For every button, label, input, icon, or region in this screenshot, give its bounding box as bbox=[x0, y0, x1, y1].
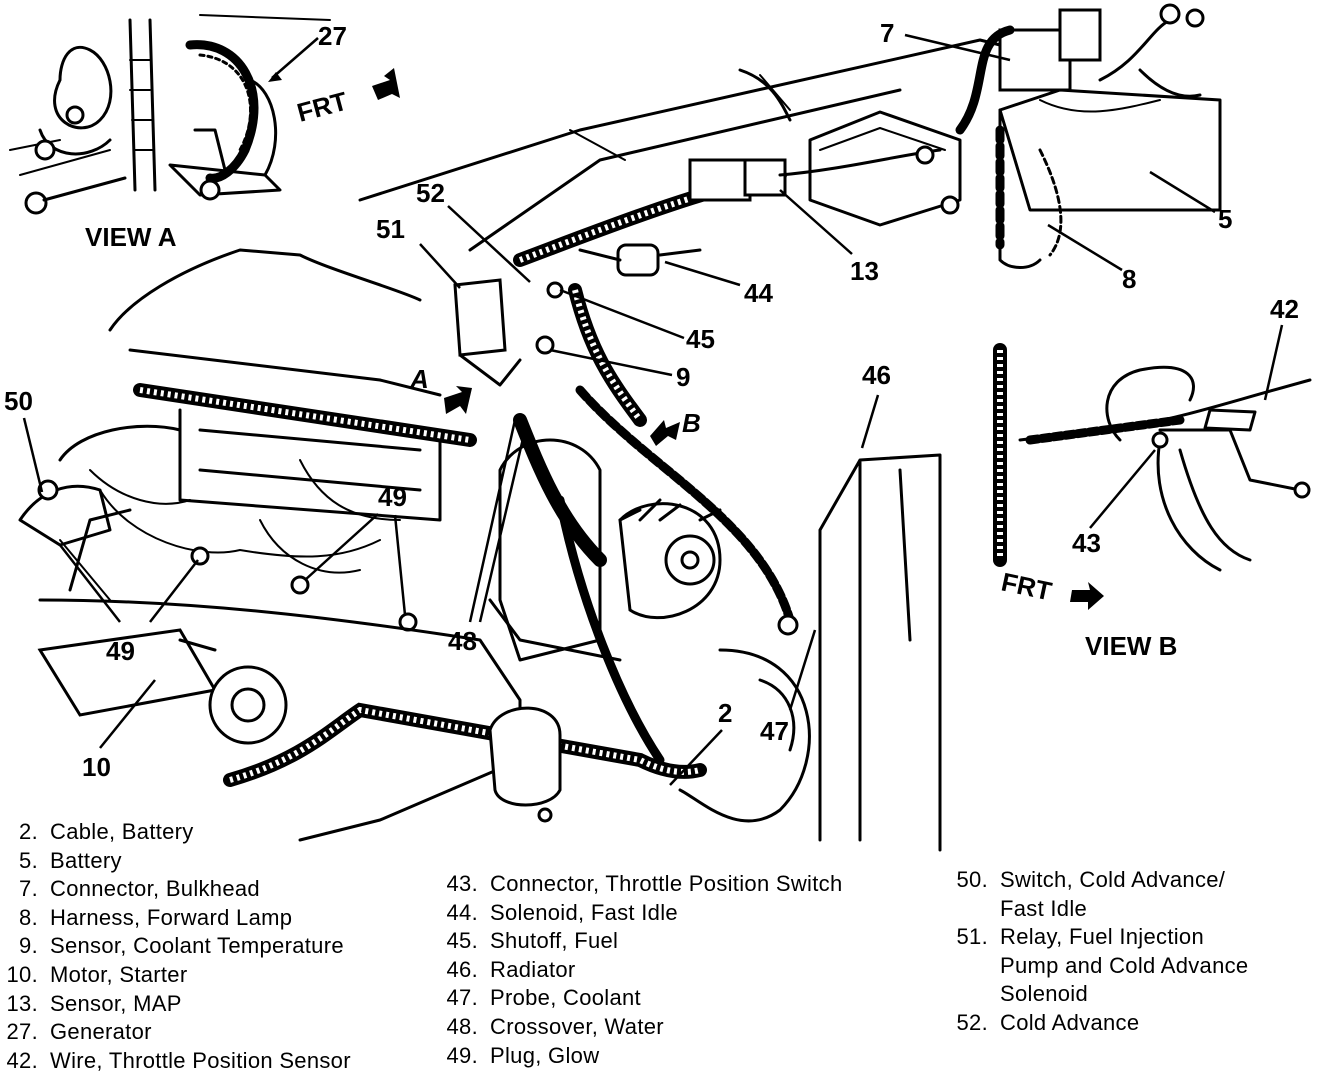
legend-item: 5.Battery bbox=[19, 847, 122, 873]
legend-item: 27.Generator bbox=[6, 1019, 152, 1045]
view-arrow-a bbox=[444, 386, 472, 414]
view-a-label: VIEW A bbox=[85, 222, 177, 252]
callout-45: 45 bbox=[686, 324, 715, 354]
legend-item: 8.Harness, Forward Lamp bbox=[19, 904, 293, 930]
callouts: 7 5 52 51 13 8 44 45 42 9 46 50 49 48 43… bbox=[4, 18, 1299, 786]
callout-9: 9 bbox=[676, 362, 690, 392]
view-a-inset bbox=[9, 14, 331, 215]
legend-item: 45.Shutoff, Fuel bbox=[446, 928, 619, 954]
callout-49a: 49 bbox=[378, 482, 407, 512]
legend-item: 46.Radiator bbox=[446, 956, 576, 982]
callout-5: 5 bbox=[1218, 204, 1232, 234]
legend-item: 42.Wire, Throttle Position Sensor bbox=[6, 1047, 351, 1073]
legend-item: 50.Switch, Cold Advance/ bbox=[956, 867, 1226, 892]
frt-label-b: FRT bbox=[999, 567, 1055, 607]
legend-item: 10.Motor, Starter bbox=[6, 961, 188, 987]
callout-2: 2 bbox=[718, 698, 732, 728]
legend-column-3: 50.Switch, Cold Advance/ Fast Idle 51.Re… bbox=[950, 866, 1249, 1038]
legend-item-continuation: Fast Idle bbox=[1000, 895, 1088, 921]
legend-item-continuation: Solenoid bbox=[1000, 981, 1089, 1007]
callout-47: 47 bbox=[760, 716, 789, 746]
callout-7: 7 bbox=[880, 18, 894, 48]
frt-arrow-b bbox=[1070, 582, 1104, 610]
legend-column-1: 2.Cable, Battery 5.Battery 7.Connector, … bbox=[0, 818, 351, 1075]
legend-item: 44.Solenoid, Fast Idle bbox=[446, 899, 678, 925]
legend-item: 52.Cold Advance bbox=[956, 1009, 1140, 1035]
callout-27: 27 bbox=[318, 21, 347, 51]
leader-27 bbox=[271, 37, 319, 79]
view-b-inset bbox=[993, 343, 1312, 572]
callout-8: 8 bbox=[1122, 264, 1136, 294]
legend-item: 47.Probe, Coolant bbox=[446, 985, 641, 1011]
legend-item: 51.Relay, Fuel Injection bbox=[956, 924, 1204, 950]
frt-label-main: FRT bbox=[294, 86, 351, 128]
legend-item: 43.Connector, Throttle Position Switch bbox=[446, 871, 843, 896]
view-arrow-b-label: B bbox=[682, 408, 701, 438]
callout-43: 43 bbox=[1072, 528, 1101, 558]
legend-item: 7.Connector, Bulkhead bbox=[19, 876, 260, 902]
legend-item: 48.Crossover, Water bbox=[446, 1013, 664, 1039]
callout-49b: 49 bbox=[106, 636, 135, 666]
legend-item: 13.Sensor, MAP bbox=[6, 990, 182, 1016]
legend-item: 9.Sensor, Coolant Temperature bbox=[19, 933, 344, 959]
view-arrow-b bbox=[650, 420, 680, 446]
callout-42: 42 bbox=[1270, 294, 1299, 324]
legend-item: 49.Plug, Glow bbox=[446, 1042, 600, 1068]
callout-50: 50 bbox=[4, 386, 33, 416]
legend-item: 2.Cable, Battery bbox=[19, 819, 194, 844]
callout-10: 10 bbox=[82, 752, 111, 782]
legend-item-continuation: Pump and Cold Advance bbox=[1000, 952, 1249, 978]
view-arrow-a-label: A bbox=[409, 364, 429, 394]
callout-52: 52 bbox=[416, 178, 445, 208]
callout-44: 44 bbox=[744, 278, 773, 308]
callout-48: 48 bbox=[448, 626, 477, 656]
legend-column-2: 43.Connector, Throttle Position Switch 4… bbox=[440, 870, 843, 1070]
callout-51: 51 bbox=[376, 214, 405, 244]
view-b-label: VIEW B bbox=[1085, 631, 1177, 661]
frt-arrow-main bbox=[372, 68, 400, 100]
engine-assembly bbox=[18, 3, 1222, 852]
callout-46: 46 bbox=[862, 360, 891, 390]
callout-13: 13 bbox=[850, 256, 879, 286]
